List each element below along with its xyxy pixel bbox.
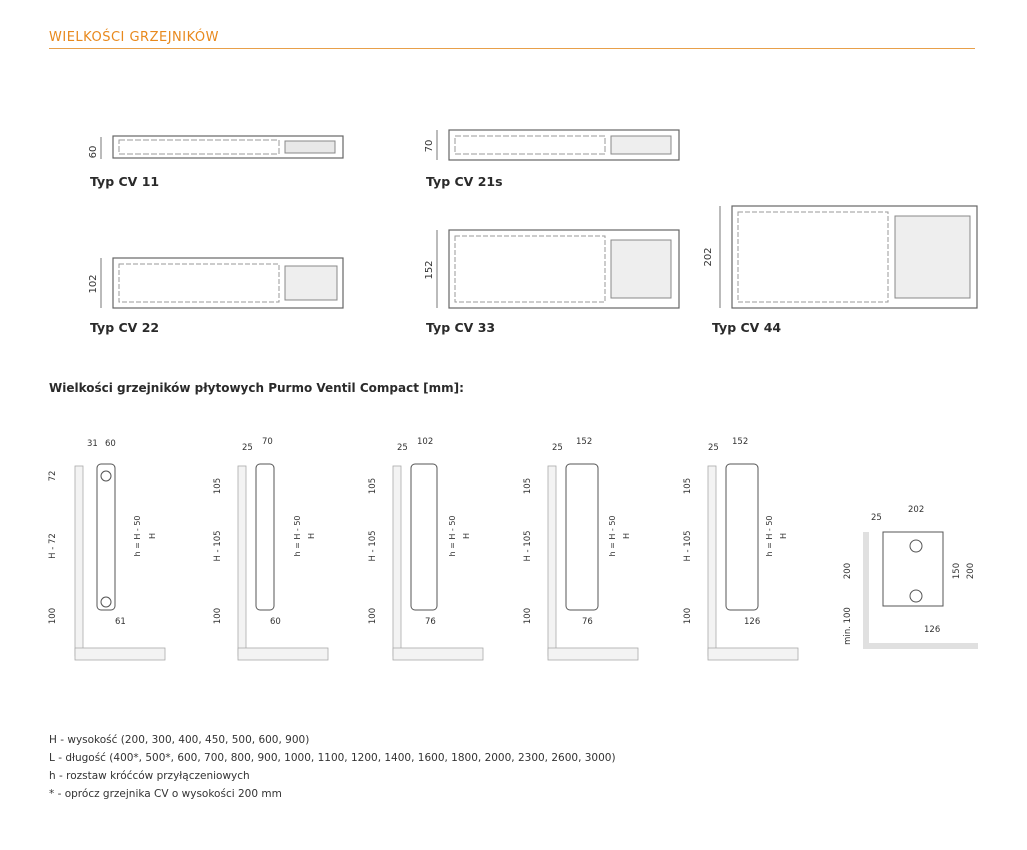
radiator-cv44-section: 202 bbox=[703, 205, 978, 309]
svg-text:100: 100 bbox=[683, 608, 693, 624]
svg-text:H - 105: H - 105 bbox=[683, 530, 693, 561]
cv33-height-dim: 152 bbox=[424, 260, 435, 279]
cv11-height-dim: 60 bbox=[88, 146, 99, 159]
svg-text:H: H bbox=[148, 533, 157, 539]
svg-text:200: 200 bbox=[966, 563, 976, 579]
legend-line-1: H - wysokość (200, 300, 400, 450, 500, 6… bbox=[49, 734, 310, 746]
svg-text:76: 76 bbox=[425, 617, 436, 627]
side-drawing-2: 25 70 105 H - 105 100 h = H - 50 H 60 bbox=[213, 437, 329, 661]
svg-text:H: H bbox=[462, 533, 471, 539]
svg-text:H - 105: H - 105 bbox=[523, 530, 533, 561]
svg-text:152: 152 bbox=[732, 437, 748, 447]
svg-text:105: 105 bbox=[368, 478, 378, 494]
cv22-height-dim: 102 bbox=[88, 274, 99, 293]
svg-text:72: 72 bbox=[48, 471, 58, 482]
svg-text:60: 60 bbox=[105, 439, 116, 449]
svg-text:126: 126 bbox=[924, 625, 940, 635]
svg-text:25: 25 bbox=[552, 443, 563, 453]
page-title: WIELKOŚCI GRZEJNIKÓW bbox=[49, 30, 220, 45]
svg-text:105: 105 bbox=[213, 478, 223, 494]
radiator-cv21s-section: 70 bbox=[424, 129, 680, 161]
header-divider bbox=[49, 48, 975, 49]
isometric-drawing: 25 202 200 min. 100 150 200 126 bbox=[843, 505, 978, 649]
type-label-cv44: Typ CV 44 bbox=[712, 320, 782, 335]
svg-text:H - 105: H - 105 bbox=[368, 530, 378, 561]
svg-text:100: 100 bbox=[213, 608, 223, 624]
svg-text:105: 105 bbox=[523, 478, 533, 494]
radiator-cv11-section: 60 bbox=[88, 135, 344, 159]
radiator-cv33-section: 152 bbox=[424, 229, 680, 309]
section-subtitle: Wielkości grzejników płytowych Purmo Ven… bbox=[49, 381, 464, 395]
type-label-cv33: Typ CV 33 bbox=[426, 320, 496, 335]
svg-text:70: 70 bbox=[262, 437, 273, 447]
svg-text:min. 100: min. 100 bbox=[843, 607, 853, 645]
svg-text:100: 100 bbox=[368, 608, 378, 624]
svg-text:h = H - 50: h = H - 50 bbox=[765, 515, 774, 556]
svg-text:105: 105 bbox=[683, 478, 693, 494]
svg-text:25: 25 bbox=[871, 513, 882, 523]
svg-text:150: 150 bbox=[952, 563, 962, 579]
svg-text:100: 100 bbox=[523, 608, 533, 624]
svg-text:H: H bbox=[622, 533, 631, 539]
svg-text:h = H - 50: h = H - 50 bbox=[293, 515, 302, 556]
svg-text:H: H bbox=[779, 533, 788, 539]
svg-text:h = H - 50: h = H - 50 bbox=[448, 515, 457, 556]
svg-text:126: 126 bbox=[744, 617, 760, 627]
side-drawing-4: 25 152 105 H - 105 100 h = H - 50 H 76 bbox=[523, 437, 639, 661]
svg-text:H - 105: H - 105 bbox=[213, 530, 223, 561]
svg-text:25: 25 bbox=[708, 443, 719, 453]
cv44-height-dim: 202 bbox=[703, 247, 714, 266]
type-label-cv21s: Typ CV 21s bbox=[426, 174, 503, 189]
side-drawing-3: 25 102 105 H - 105 100 h = H - 50 H 76 bbox=[368, 437, 484, 661]
svg-text:25: 25 bbox=[242, 443, 253, 453]
svg-text:202: 202 bbox=[908, 505, 924, 515]
type-label-cv11: Typ CV 11 bbox=[90, 174, 160, 189]
svg-text:100: 100 bbox=[48, 608, 58, 624]
svg-text:60: 60 bbox=[270, 617, 281, 627]
svg-text:76: 76 bbox=[582, 617, 593, 627]
svg-text:152: 152 bbox=[576, 437, 592, 447]
svg-text:102: 102 bbox=[417, 437, 433, 447]
svg-text:31: 31 bbox=[87, 439, 98, 449]
svg-text:H: H bbox=[307, 533, 316, 539]
svg-text:h = H - 50: h = H - 50 bbox=[133, 515, 142, 556]
svg-text:h = H - 50: h = H - 50 bbox=[608, 515, 617, 556]
legend-line-4: * - oprócz grzejnika CV o wysokości 200 … bbox=[49, 788, 282, 800]
cv21s-height-dim: 70 bbox=[424, 140, 435, 153]
svg-text:H - 72: H - 72 bbox=[48, 533, 58, 559]
svg-text:200: 200 bbox=[843, 563, 853, 579]
type-label-cv22: Typ CV 22 bbox=[90, 320, 160, 335]
radiator-cv22-section: 102 bbox=[88, 257, 344, 309]
svg-text:61: 61 bbox=[115, 617, 126, 627]
legend-line-2: L - długość (400*, 500*, 600, 700, 800, … bbox=[49, 752, 616, 764]
side-drawing-5: 25 152 105 H - 105 100 h = H - 50 H 126 bbox=[683, 437, 799, 661]
side-drawing-1: 31 60 72 H - 72 100 h = H - 50 H 61 bbox=[48, 439, 166, 661]
legend-line-3: h - rozstaw króćców przyłączeniowych bbox=[49, 770, 250, 782]
svg-text:25: 25 bbox=[397, 443, 408, 453]
